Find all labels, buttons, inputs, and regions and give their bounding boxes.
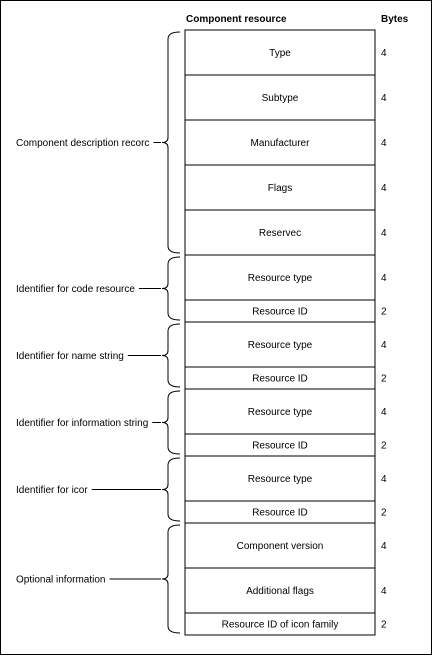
field-bytes: 2	[381, 620, 387, 631]
field-bytes: 4	[381, 183, 387, 194]
field-name: Component version	[237, 541, 324, 552]
field-bytes: 4	[381, 586, 387, 597]
field-bytes: 4	[381, 541, 387, 552]
field-bytes: 2	[381, 374, 387, 385]
field-bytes: 4	[381, 138, 387, 149]
field-bytes: 4	[381, 340, 387, 351]
group-brace	[161, 31, 181, 254]
group-label: Component description recorc	[16, 138, 149, 149]
field-name: Flags	[268, 183, 292, 194]
field-bytes: 4	[381, 273, 387, 284]
group-label: Identifier for icor	[16, 485, 88, 496]
group-label: Identifier for information string	[16, 418, 148, 429]
group-brace	[161, 323, 181, 388]
field-name: Resource ID	[252, 508, 308, 519]
field-name: Subtype	[262, 93, 299, 104]
field-name: Type	[269, 48, 291, 59]
field-bytes: 4	[381, 407, 387, 418]
bytes-header: Bytes	[381, 14, 409, 25]
group-label: Identifier for name string	[16, 351, 124, 362]
field-name: Reservec	[259, 228, 301, 239]
column-header: Component resource	[186, 14, 287, 25]
group-brace	[161, 256, 181, 321]
field-bytes: 4	[381, 474, 387, 485]
field-bytes: 4	[381, 228, 387, 239]
field-name: Resource type	[248, 340, 313, 351]
field-name: Resource ID	[252, 374, 308, 385]
field-name: Resource ID	[252, 307, 308, 318]
field-bytes: 4	[381, 48, 387, 59]
group-brace	[161, 524, 181, 634]
field-name: Resource ID	[252, 441, 308, 452]
field-bytes: 2	[381, 508, 387, 519]
field-bytes: 4	[381, 93, 387, 104]
field-name: Additional flags	[246, 586, 314, 597]
field-name: Resource ID of icon family	[222, 620, 339, 631]
group-brace	[161, 390, 181, 455]
resource-box	[184, 29, 376, 636]
field-name: Resource type	[248, 273, 313, 284]
field-name: Manufacturer	[251, 138, 311, 149]
field-name: Resource type	[248, 407, 313, 418]
field-name: Resource type	[248, 474, 313, 485]
group-brace	[161, 457, 181, 522]
group-label: Optional information	[16, 575, 106, 586]
field-bytes: 2	[381, 441, 387, 452]
field-bytes: 2	[381, 307, 387, 318]
group-label: Identifier for code resource	[16, 284, 135, 295]
